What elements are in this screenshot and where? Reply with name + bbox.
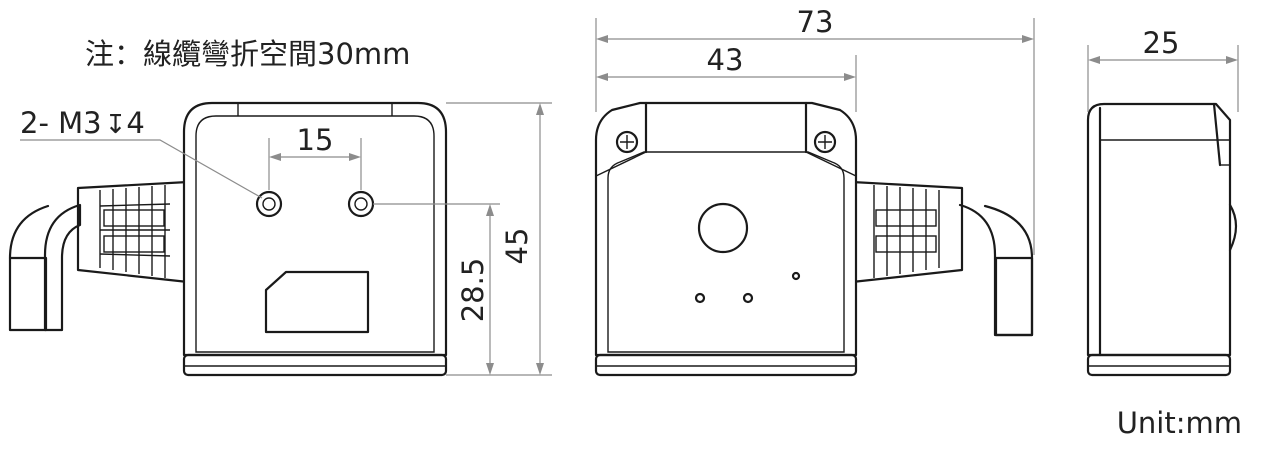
front-view [594, 18, 1035, 377]
back-view [8, 101, 552, 377]
indicator-led-right [742, 292, 754, 304]
hole-callout-label: 2- M3 [20, 106, 102, 140]
indicator-led-left [694, 292, 706, 304]
front-view-base [594, 353, 858, 377]
back-view-cable [43, 203, 82, 332]
side-view-lens-bump [1228, 203, 1238, 252]
indicator-dot [791, 271, 801, 281]
back-view-cable-end [8, 256, 48, 332]
back-view-strain-relief [76, 180, 190, 284]
label-window [264, 270, 370, 334]
side-depth-label: 25 [1143, 26, 1180, 60]
front-screw-right [813, 130, 837, 154]
front-view-housing [594, 101, 858, 357]
hole-callout-leader [20, 139, 263, 199]
front-screw-left [615, 130, 639, 154]
back-view-base [182, 353, 448, 377]
hole-depth-value: 4 [126, 106, 144, 140]
hole-callout: 2- M3↧4 [20, 106, 145, 140]
mounting-hole-left [255, 190, 283, 218]
scanner-lens [697, 202, 749, 254]
front-view-strain-relief [850, 180, 964, 284]
back-view-housing [182, 101, 448, 357]
total-width-label: 73 [797, 5, 834, 39]
hole-spacing-label: 15 [297, 123, 334, 157]
body-width-label: 43 [707, 43, 744, 77]
side-view-base [1086, 353, 1232, 377]
hole-height-label: 28.5 [456, 258, 490, 323]
note-text: 注：線纜彎折空間30mm [85, 37, 410, 71]
unit-label: Unit:mm [1117, 406, 1242, 440]
front-view-cable-end [994, 256, 1034, 337]
side-view-housing [1086, 102, 1232, 357]
front-height-label: 45 [500, 228, 534, 265]
side-view [1086, 45, 1239, 377]
hole-depth-symbol: ↧ [105, 110, 127, 140]
